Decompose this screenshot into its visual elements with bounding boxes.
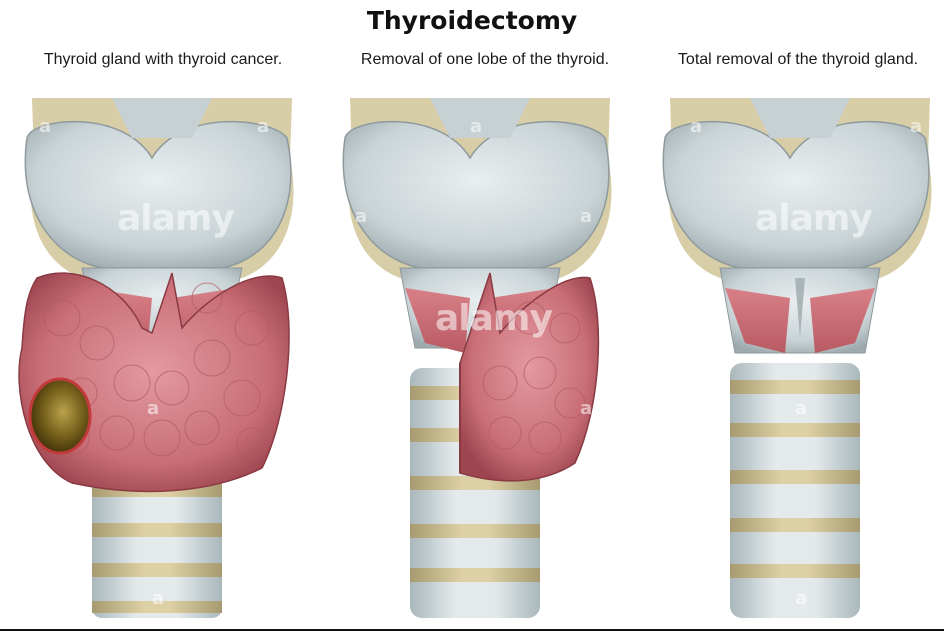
watermark-mark: a xyxy=(152,588,164,609)
illustration-lobe-removal xyxy=(330,98,630,626)
tumor xyxy=(30,379,90,453)
watermark-mark: a xyxy=(910,116,922,137)
watermark-mark: a xyxy=(795,398,807,419)
watermark-mark: a xyxy=(39,116,51,137)
panel-lobe-removal: alamy a a a a xyxy=(330,98,630,626)
watermark-logo: alamy xyxy=(755,198,872,239)
watermark-mark: a xyxy=(580,398,592,419)
watermark-mark: a xyxy=(470,116,482,137)
watermark-mark: a xyxy=(690,116,702,137)
illustration-thyroid-cancer xyxy=(12,98,312,626)
watermark-logo: alamy xyxy=(117,198,234,239)
illustration-total-removal xyxy=(650,98,944,626)
caption-thyroid-cancer: Thyroid gland with thyroid cancer. xyxy=(8,50,318,69)
watermark-mark: a xyxy=(355,206,367,227)
caption-total-removal: Total removal of the thyroid gland. xyxy=(652,50,944,69)
panel-thyroid-cancer: alamy a a a a xyxy=(12,98,312,626)
watermark-mark: a xyxy=(795,588,807,609)
watermark-mark: a xyxy=(580,206,592,227)
bottom-divider xyxy=(0,629,944,631)
page-title: Thyroidectomy xyxy=(0,6,944,35)
watermark-logo: alamy xyxy=(435,298,552,339)
watermark-mark: a xyxy=(257,116,269,137)
caption-lobe-removal: Removal of one lobe of the thyroid. xyxy=(330,50,640,69)
panel-total-removal: alamy a a a a xyxy=(650,98,944,626)
watermark-mark: a xyxy=(147,398,159,419)
